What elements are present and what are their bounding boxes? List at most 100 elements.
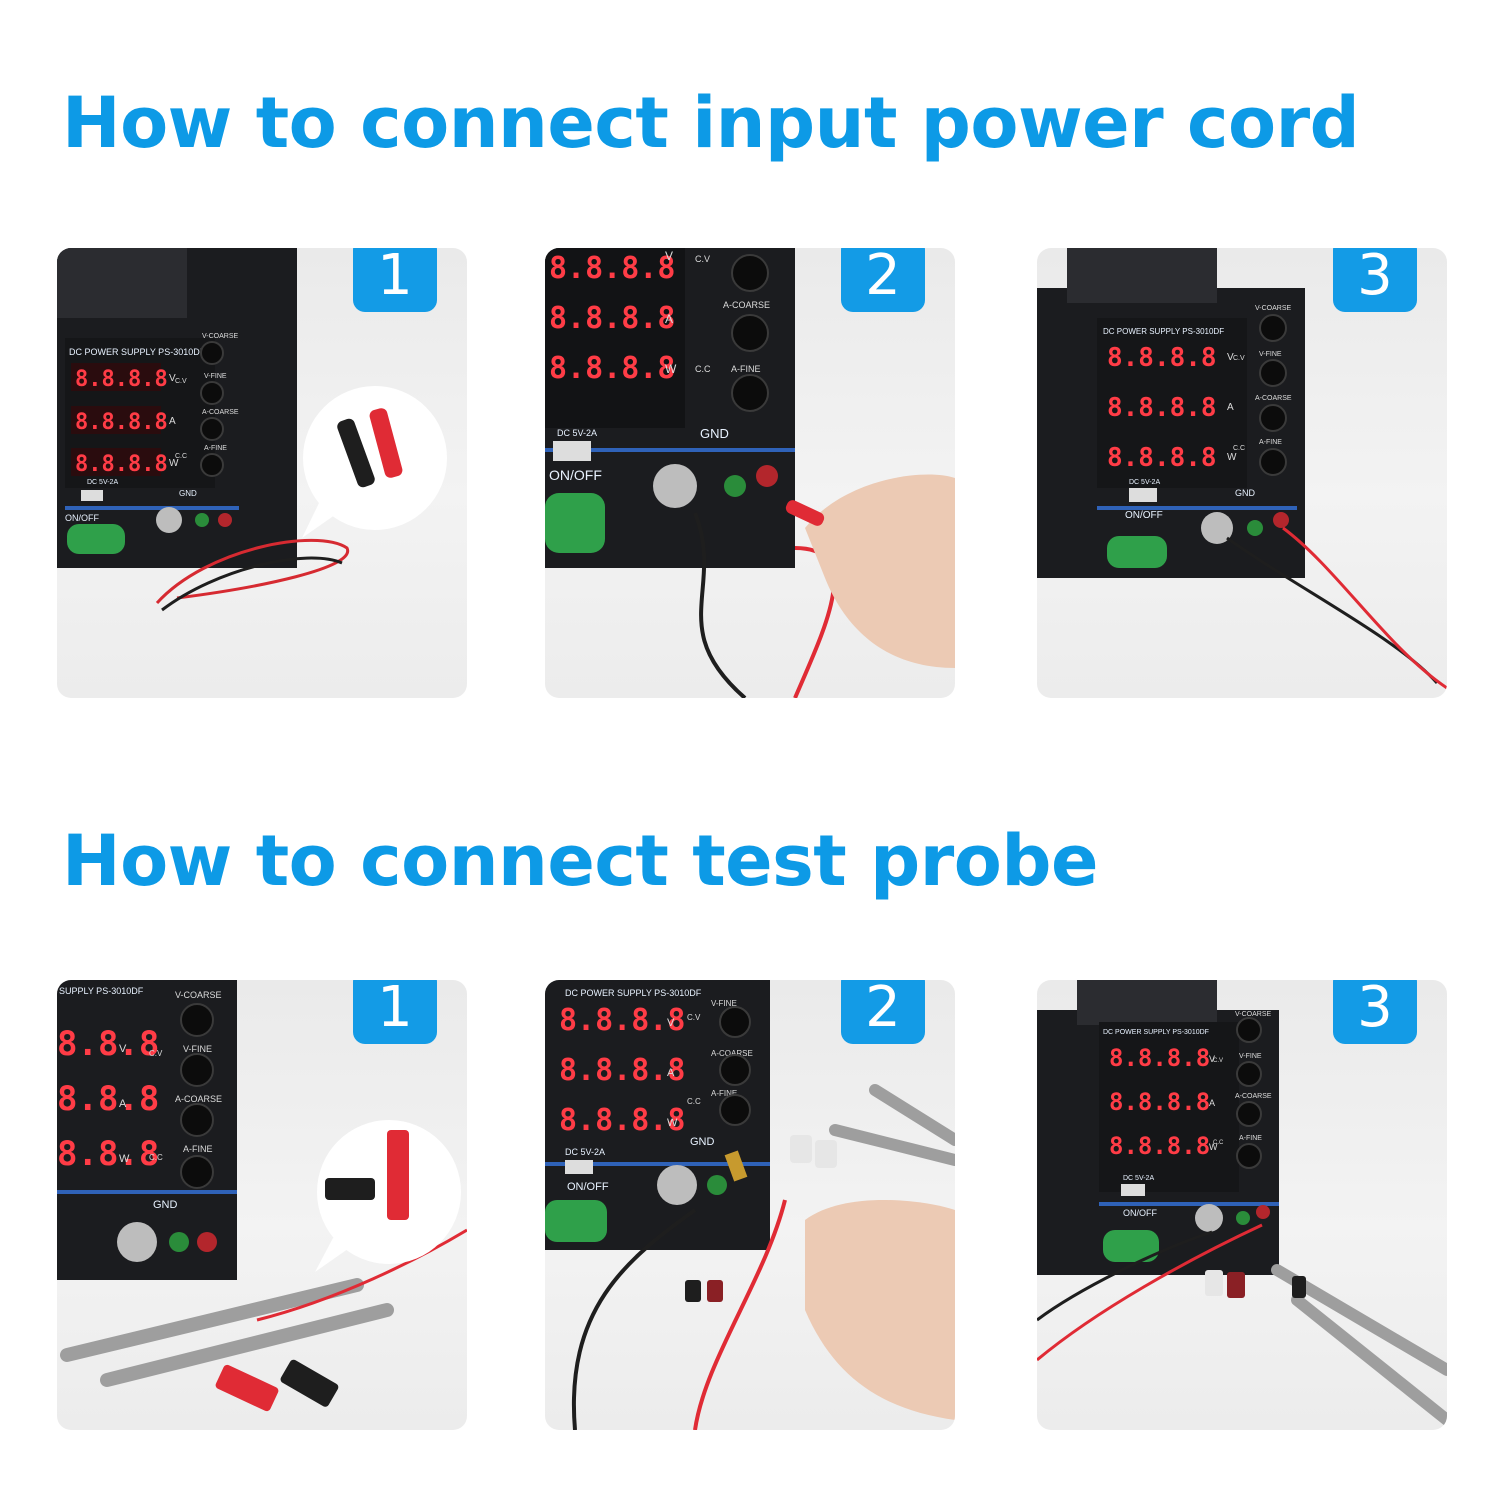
knob-icon: [200, 381, 224, 405]
terminal-icon: [657, 1165, 697, 1205]
black-plug-icon: [337, 418, 375, 488]
hand-illustration: [805, 1200, 955, 1420]
knob-label: V-FINE: [204, 373, 227, 380]
gnd-label: GND: [179, 489, 197, 498]
cc-label: C.C: [695, 364, 711, 374]
svg-text:8.8.8.8: 8.8.8.8: [1107, 443, 1217, 473]
gray-probe-icon: [829, 1124, 955, 1166]
terminal-icon: [1273, 512, 1289, 528]
knob-icon: [1236, 1061, 1262, 1087]
unit-v: V: [1209, 1054, 1215, 1064]
terminal-icon: [653, 464, 697, 508]
terminal-icon: [1247, 520, 1263, 536]
unit-a: A: [667, 1067, 675, 1079]
knob-label: A-COARSE: [202, 409, 239, 416]
step-badge: 2: [841, 248, 925, 312]
probe-cap-icon: [1227, 1272, 1245, 1298]
model-label: SUPPLY PS-3010DF: [59, 986, 144, 996]
knob-label: A-FINE: [183, 1144, 213, 1154]
knob-icon: [180, 1155, 214, 1189]
knob-label: A-FINE: [1239, 1135, 1262, 1142]
red-lead-wire: [155, 538, 350, 605]
terminal-icon: [724, 1150, 748, 1182]
knob-label: V-COARSE: [175, 990, 222, 1000]
unit-v: V: [1227, 352, 1234, 363]
unit-w: W: [1209, 1142, 1218, 1152]
power-supply-illustration: DC POWER SUPPLY PS-3010DF 8.8.8.8 8.8.8.…: [1037, 980, 1447, 1426]
gray-probe-icon: [60, 1278, 364, 1362]
knob-icon: [731, 254, 769, 292]
knob-icon: [180, 1003, 214, 1037]
terminal-icon: [707, 1175, 727, 1195]
unit-v: V: [119, 1043, 127, 1055]
probe-cap-icon: [815, 1140, 837, 1168]
knob-label: V-COARSE: [202, 333, 239, 340]
usb-label: DC 5V-2A: [557, 428, 597, 438]
switch-label: ON/OFF: [1125, 510, 1163, 521]
unit-v: V: [169, 373, 176, 384]
knob-icon: [1259, 448, 1287, 476]
usb-label: DC 5V-2A: [87, 479, 118, 486]
step-badge: 1: [353, 980, 437, 1044]
gray-probe-icon: [869, 1084, 955, 1146]
black-plug-icon: [325, 1178, 375, 1200]
switch-label: ON/OFF: [567, 1181, 609, 1193]
switch-label: ON/OFF: [65, 513, 99, 523]
svg-text:8.8.8.8: 8.8.8.8: [75, 452, 168, 477]
power-supply-illustration: DC POWER SUPPLY PS-3010DF 8.8.8.8 8.8.8.…: [57, 248, 447, 612]
red-plug-icon: [369, 408, 403, 478]
knob-icon: [200, 341, 224, 365]
cc-label: C.C: [1213, 1140, 1224, 1146]
power-switch-icon: [1103, 1230, 1159, 1262]
knob-label: V-FINE: [711, 999, 737, 1008]
cv-label: C.V: [687, 1013, 701, 1022]
svg-text:8.8.8.8: 8.8.8.8: [549, 301, 675, 336]
probe-cap-icon: [1292, 1276, 1306, 1298]
terminal-icon: [1256, 1205, 1270, 1219]
switch-label: ON/OFF: [549, 467, 602, 483]
terminal-icon: [1195, 1204, 1223, 1232]
unit-a: A: [1227, 402, 1234, 413]
step-badge: 3: [1333, 248, 1417, 312]
unit-a: A: [665, 312, 673, 326]
knob-label: A-COARSE: [711, 1049, 753, 1058]
svg-text:8.8.8.8: 8.8.8.8: [75, 410, 168, 435]
knob-label: A-COARSE: [1255, 395, 1292, 402]
probe-step-3-photo: DC POWER SUPPLY PS-3010DF 8.8.8.8 8.8.8.…: [1037, 980, 1447, 1430]
knob-label: A-FINE: [204, 445, 227, 452]
unit-w: W: [665, 362, 677, 376]
model-label: DC POWER SUPPLY PS-3010DF: [1103, 1029, 1209, 1036]
gnd-label: GND: [690, 1136, 715, 1148]
knob-label: V-FINE: [1239, 1053, 1262, 1060]
terminal-icon: [197, 1232, 217, 1252]
svg-text:8.8.8: 8.8.8: [57, 1079, 159, 1119]
terminal-icon: [1236, 1211, 1250, 1225]
knob-label: A-COARSE: [175, 1094, 222, 1104]
switch-label: ON/OFF: [1123, 1208, 1157, 1218]
red-plug-icon: [387, 1130, 409, 1220]
svg-text:8.8.8.8: 8.8.8.8: [549, 251, 675, 286]
power-supply-closeup-illustration: 8.8.8.8 8.8.8.8 8.8.8.8 V A W C.V A-COAR…: [545, 248, 955, 698]
red-lead-wire: [693, 1199, 787, 1430]
usb-label: DC 5V-2A: [1123, 1175, 1154, 1182]
terminal-icon: [195, 513, 209, 527]
cc-label: C.C: [175, 453, 187, 460]
red-lead-wire: [1282, 526, 1447, 690]
power-supply-closeup-illustration: SUPPLY PS-3010DF 8.8.8 8.8.8 8.8.8 V A W…: [57, 980, 467, 1412]
red-plug-icon: [785, 500, 825, 526]
knob-label: A-FINE: [731, 364, 761, 374]
knob-icon: [200, 417, 224, 441]
gray-probe-icon: [1291, 1294, 1447, 1426]
knob-icon: [719, 1094, 751, 1126]
cc-label: C.C: [687, 1097, 701, 1106]
lead-callout-bubble: [303, 386, 447, 530]
knob-label: A-FINE: [1259, 439, 1282, 446]
usb-label: DC 5V-2A: [565, 1147, 605, 1157]
unit-a: A: [1209, 1098, 1215, 1108]
cc-label: C.C: [149, 1153, 163, 1162]
black-lead-wire: [693, 512, 747, 698]
svg-text:8.8.8.8: 8.8.8.8: [1107, 343, 1217, 373]
svg-text:8.8.8.8: 8.8.8.8: [1107, 393, 1217, 423]
usb-label: DC 5V-2A: [1129, 479, 1160, 486]
knob-icon: [1259, 359, 1287, 387]
